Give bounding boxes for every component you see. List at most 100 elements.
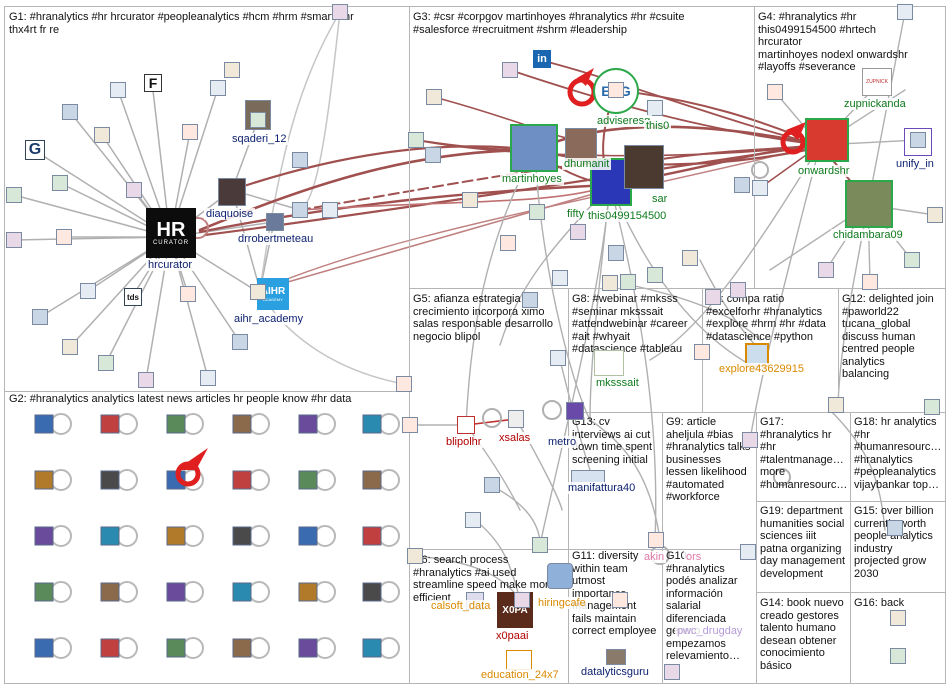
network-node[interactable] — [828, 397, 844, 413]
network-node[interactable] — [224, 62, 240, 78]
network-node[interactable] — [182, 124, 198, 140]
network-node[interactable] — [232, 334, 248, 350]
network-node[interactable] — [484, 477, 500, 493]
network-node[interactable] — [682, 250, 698, 266]
network-node[interactable] — [465, 512, 481, 528]
network-node[interactable] — [426, 89, 442, 105]
network-node[interactable] — [62, 104, 78, 120]
network-node[interactable] — [887, 520, 903, 536]
network-node[interactable] — [767, 84, 783, 100]
metro-node[interactable] — [566, 402, 584, 420]
network-node[interactable] — [664, 664, 680, 680]
network-node[interactable] — [250, 284, 266, 300]
network-node[interactable] — [648, 532, 664, 548]
network-node[interactable] — [734, 177, 750, 193]
network-node[interactable] — [924, 399, 940, 415]
network-node[interactable] — [522, 292, 538, 308]
network-node[interactable] — [532, 537, 548, 553]
network-node[interactable] — [890, 610, 906, 626]
network-node[interactable] — [570, 224, 586, 240]
network-node[interactable] — [292, 152, 308, 168]
chidambara09-avatar[interactable] — [845, 180, 893, 228]
network-node[interactable] — [694, 344, 710, 360]
network-node[interactable] — [292, 202, 308, 218]
xsalas-node[interactable] — [508, 410, 524, 428]
network-node[interactable] — [180, 286, 196, 302]
network-node[interactable] — [890, 648, 906, 664]
aihr-logo[interactable]: AIHR ACADEMY — [257, 278, 289, 310]
dhumanit-avatar[interactable] — [565, 128, 597, 162]
network-node[interactable] — [52, 175, 68, 191]
zupnick-logo[interactable]: ZUPNICK — [862, 68, 892, 96]
onwardshr-logo[interactable] — [805, 118, 849, 162]
hrcurator-logo[interactable]: HR CURATOR — [146, 208, 196, 258]
network-node[interactable] — [612, 592, 628, 608]
g-logo[interactable]: G — [25, 140, 45, 160]
network-node[interactable] — [322, 202, 338, 218]
network-node[interactable] — [32, 309, 48, 325]
network-node[interactable] — [730, 282, 746, 298]
network-node[interactable] — [910, 132, 926, 148]
network-node[interactable] — [6, 187, 22, 203]
network-node[interactable] — [818, 262, 834, 278]
network-node[interactable] — [647, 267, 663, 283]
network-node[interactable] — [927, 207, 943, 223]
edge — [539, 59, 821, 146]
network-node[interactable] — [402, 417, 418, 433]
g2-node — [100, 414, 120, 434]
g2-node — [362, 638, 382, 658]
network-node[interactable] — [742, 432, 758, 448]
vertex-label-diaquoise: diaquoise — [204, 208, 256, 220]
network-node[interactable] — [552, 270, 568, 286]
diaquoise-avatar[interactable] — [218, 178, 246, 206]
network-node[interactable] — [6, 232, 22, 248]
network-node[interactable] — [904, 252, 920, 268]
network-node[interactable] — [56, 229, 72, 245]
network-node[interactable] — [94, 127, 110, 143]
network-node[interactable] — [408, 132, 424, 148]
network-node[interactable] — [407, 548, 423, 564]
sar-avatar[interactable] — [624, 145, 664, 189]
mksssait-node[interactable] — [594, 350, 624, 376]
network-node[interactable] — [550, 350, 566, 366]
group-label-g3: G3: #csr #corpgov martinhoyes #hranalyti… — [413, 11, 685, 36]
network-node[interactable] — [529, 204, 545, 220]
tds-logo[interactable]: tds — [124, 288, 142, 306]
network-node[interactable] — [462, 192, 478, 208]
education-node[interactable] — [506, 650, 532, 670]
network-node[interactable] — [647, 100, 663, 116]
network-node[interactable] — [705, 289, 721, 305]
network-node[interactable] — [332, 4, 348, 20]
datalyticsguru-node[interactable] — [606, 649, 626, 665]
network-node[interactable] — [500, 235, 516, 251]
network-node[interactable] — [250, 112, 266, 128]
vertex-label-fifty: fifty — [565, 208, 587, 220]
network-node[interactable] — [425, 147, 441, 163]
network-node[interactable] — [110, 82, 126, 98]
hiringcafe-node[interactable] — [547, 563, 573, 589]
network-node[interactable] — [126, 182, 142, 198]
linkedin-logo[interactable]: in — [533, 50, 551, 68]
blipolhr-node[interactable] — [457, 416, 475, 434]
network-node[interactable] — [80, 283, 96, 299]
network-node[interactable] — [210, 80, 226, 96]
network-node[interactable] — [620, 274, 636, 290]
network-node[interactable] — [514, 592, 530, 608]
network-node[interactable] — [862, 274, 878, 290]
hrcurator-logo-hr: HR — [156, 219, 186, 241]
network-node[interactable] — [740, 544, 756, 560]
network-node[interactable] — [502, 62, 518, 78]
network-node[interactable] — [752, 180, 768, 196]
martinhoyes-avatar[interactable] — [510, 124, 558, 172]
drrobertmeteau-avatar[interactable] — [266, 213, 284, 231]
network-node[interactable] — [200, 370, 216, 386]
network-node[interactable] — [897, 4, 913, 20]
network-node[interactable] — [98, 355, 114, 371]
network-node[interactable] — [608, 82, 624, 98]
network-node[interactable] — [138, 372, 154, 388]
network-node[interactable] — [62, 339, 78, 355]
network-node[interactable] — [602, 275, 618, 291]
f-logo[interactable]: F — [144, 74, 162, 92]
network-node[interactable] — [608, 245, 624, 261]
network-node[interactable] — [396, 376, 412, 392]
